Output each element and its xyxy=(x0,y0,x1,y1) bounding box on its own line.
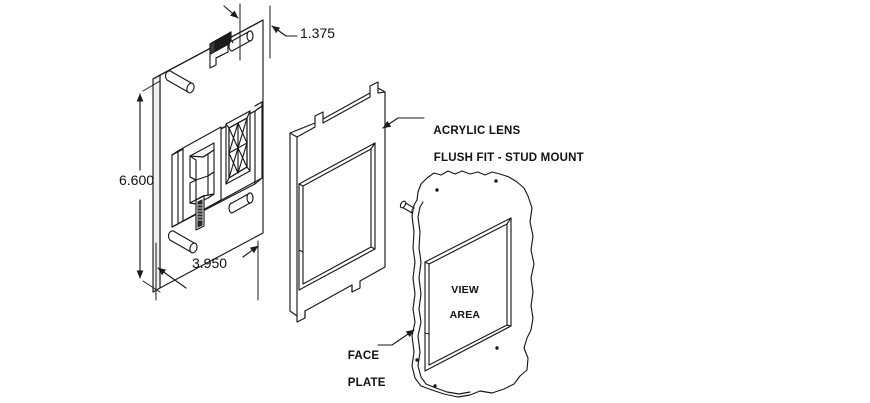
pin-header-strip xyxy=(195,195,205,231)
callout-acrylic-lens-line2: FLUSH FIT - STUD MOUNT xyxy=(433,151,584,164)
display-digit-right xyxy=(225,110,251,185)
standoff-pin-bottom-left xyxy=(167,230,198,254)
callout-face-plate-line2: PLATE xyxy=(347,376,386,389)
standoff-pin-mid-right xyxy=(228,192,254,214)
callout-face-plate: FACE PLATE xyxy=(341,336,386,390)
header-connector xyxy=(209,31,234,69)
face-plate-mounting-holes xyxy=(415,179,499,388)
view-area-line1: VIEW xyxy=(451,284,479,297)
dimension-label-6600: 6.600 xyxy=(119,172,155,188)
face-plate-stud xyxy=(399,200,415,214)
dimension-label-3950: 3.950 xyxy=(192,255,228,271)
leader-acrylic-lens xyxy=(382,117,425,129)
part-display-board xyxy=(152,19,264,293)
dimension-depth-1375 xyxy=(223,3,298,61)
standoff-pin-top-right xyxy=(228,30,254,52)
callout-acrylic-lens-line1: ACRYLIC LENS xyxy=(433,124,521,137)
view-area-label: VIEW AREA xyxy=(432,272,492,322)
display-module xyxy=(171,101,263,228)
dimension-height-6600 xyxy=(136,80,161,293)
standoff-pin-top-left xyxy=(164,70,195,94)
callout-acrylic-lens: ACRYLIC LENS FLUSH FIT - STUD MOUNT xyxy=(427,111,584,165)
dimension-label-1375: 1.375 xyxy=(300,25,336,41)
leader-face-plate xyxy=(377,329,415,346)
dimension-width-3950 xyxy=(155,240,259,301)
display-digit-left xyxy=(182,126,222,222)
part-face-plate xyxy=(399,170,535,398)
view-area-line2: AREA xyxy=(449,309,481,322)
callout-face-plate-line1: FACE xyxy=(347,349,380,362)
part-acrylic-lens xyxy=(289,81,386,323)
